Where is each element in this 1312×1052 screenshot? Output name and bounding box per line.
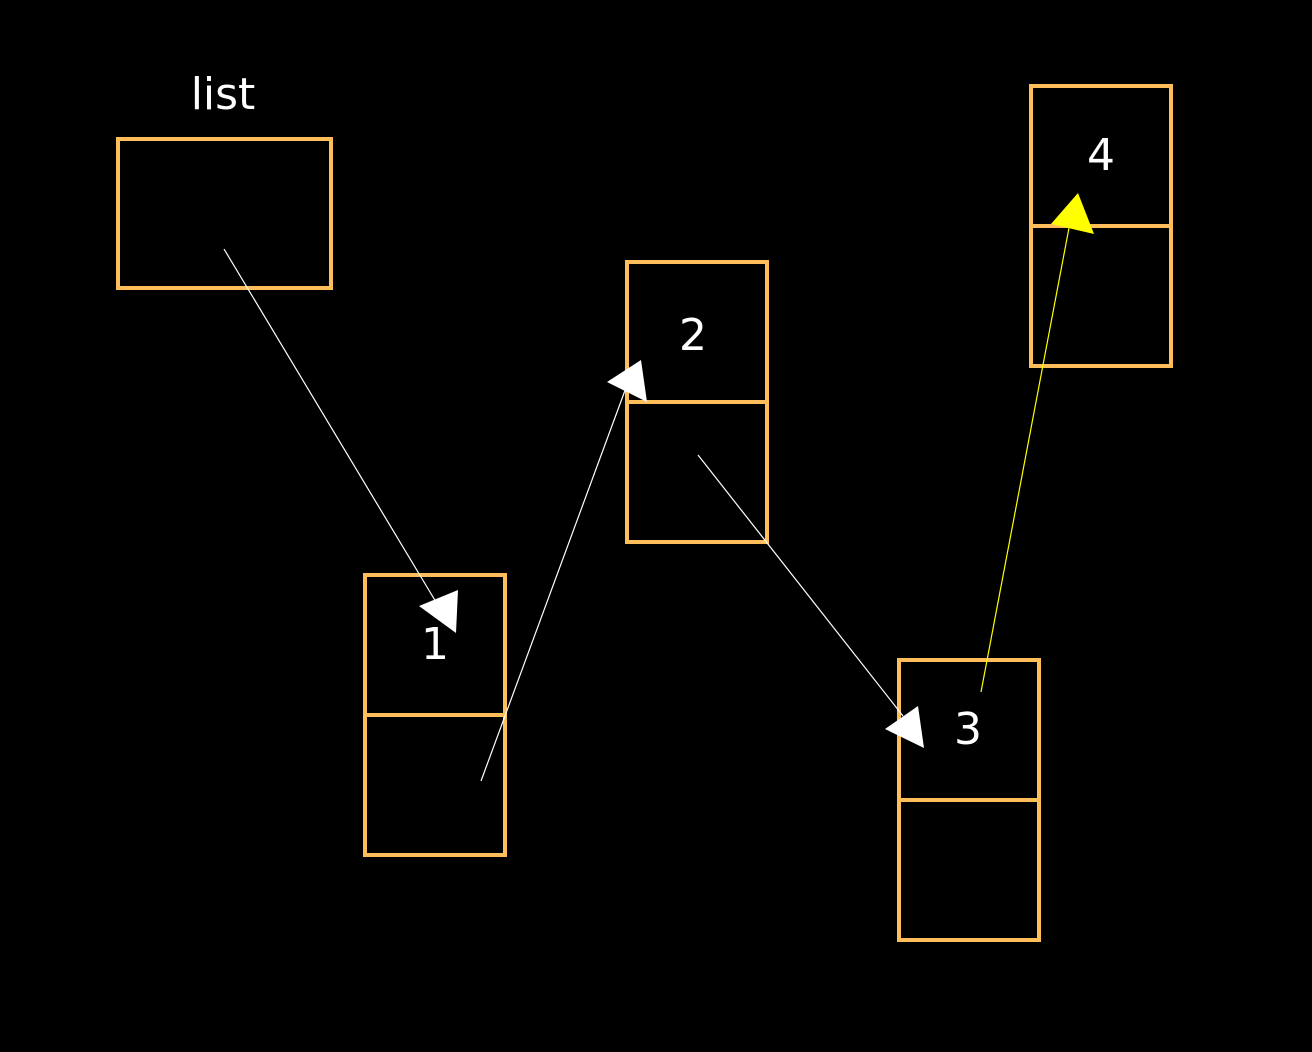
arrowhead-icon	[607, 360, 647, 402]
pointer-node-3-to-node-4	[980, 193, 1094, 693]
pointer-node-2-to-node-3	[697, 454, 924, 748]
node-4-value: 4	[1087, 130, 1115, 181]
node-2: 2	[625, 260, 769, 544]
arrowhead-icon	[885, 706, 924, 748]
pointer-line	[480, 384, 628, 782]
arrowhead-icon	[419, 590, 458, 633]
node-4: 4	[1029, 84, 1173, 368]
list-head-box: list	[116, 69, 333, 290]
node-1-value: 1	[421, 619, 449, 670]
node-3: 3	[897, 658, 1041, 942]
list-head-rect	[116, 137, 333, 290]
node-3-value: 3	[954, 704, 982, 755]
pointer-node-1-to-node-2	[480, 360, 647, 782]
node-2-value: 2	[679, 310, 707, 361]
pointer-list-to-node-1	[223, 248, 458, 633]
pointer-line	[223, 248, 437, 603]
list-label: list	[191, 69, 256, 120]
arrowhead-highlighted-icon	[1051, 193, 1094, 234]
pointer-line	[697, 454, 904, 717]
pointer-line-highlighted	[980, 211, 1073, 693]
